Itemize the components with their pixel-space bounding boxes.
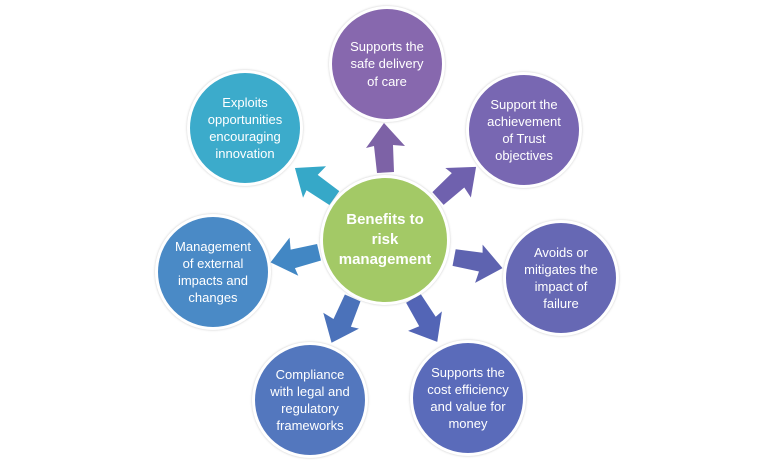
arrow-to-compliance-icon (310, 286, 374, 354)
node-label: Exploits opportunities encouraging innov… (207, 94, 283, 162)
arrow-to-mitigates-failure-icon (446, 235, 509, 291)
block-arrow-shape (432, 166, 477, 205)
node-label: Support the achievement of Trust objecti… (487, 96, 561, 164)
node-label: Compliance with legal and regulatory fra… (270, 366, 350, 434)
arrow-to-external-impacts-icon (265, 231, 326, 284)
block-arrow-shape (294, 166, 340, 205)
block-arrow-shape (323, 294, 361, 343)
arrow-to-trust-objectives-icon (422, 149, 492, 217)
node-compliance-frameworks: Compliance with legal and regulatory fra… (252, 342, 368, 458)
node-exploits-opportunities: Exploits opportunities encouraging innov… (187, 70, 303, 186)
block-arrow-shape (270, 237, 322, 276)
node-cost-efficiency: Supports the cost efficiency and value f… (410, 340, 526, 456)
node-label: Management of external impacts and chang… (175, 238, 251, 306)
node-label: Supports the safe delivery of care (350, 39, 424, 89)
arrow-to-exploits-opportunities-icon (280, 149, 350, 217)
block-arrow-shape (406, 294, 442, 342)
node-label: Supports the cost efficiency and value f… (427, 364, 509, 432)
node-trust-objectives: Support the achievement of Trust objecti… (466, 72, 582, 188)
block-arrow-shape (452, 244, 503, 283)
node-mitigates-failure: Avoids or mitigates the impact of failur… (503, 220, 619, 336)
arrow-to-safe-delivery-icon (363, 121, 407, 175)
arrow-to-cost-efficiency-icon (393, 286, 457, 354)
center-node-label: Benefits to risk management (338, 210, 432, 269)
node-external-impacts: Management of external impacts and chang… (155, 214, 271, 330)
block-arrow-shape (366, 123, 405, 173)
center-node-benefits: Benefits to risk management (320, 175, 450, 305)
node-label: Avoids or mitigates the impact of failur… (524, 244, 598, 312)
node-safe-delivery-of-care: Supports the safe delivery of care (329, 6, 445, 122)
